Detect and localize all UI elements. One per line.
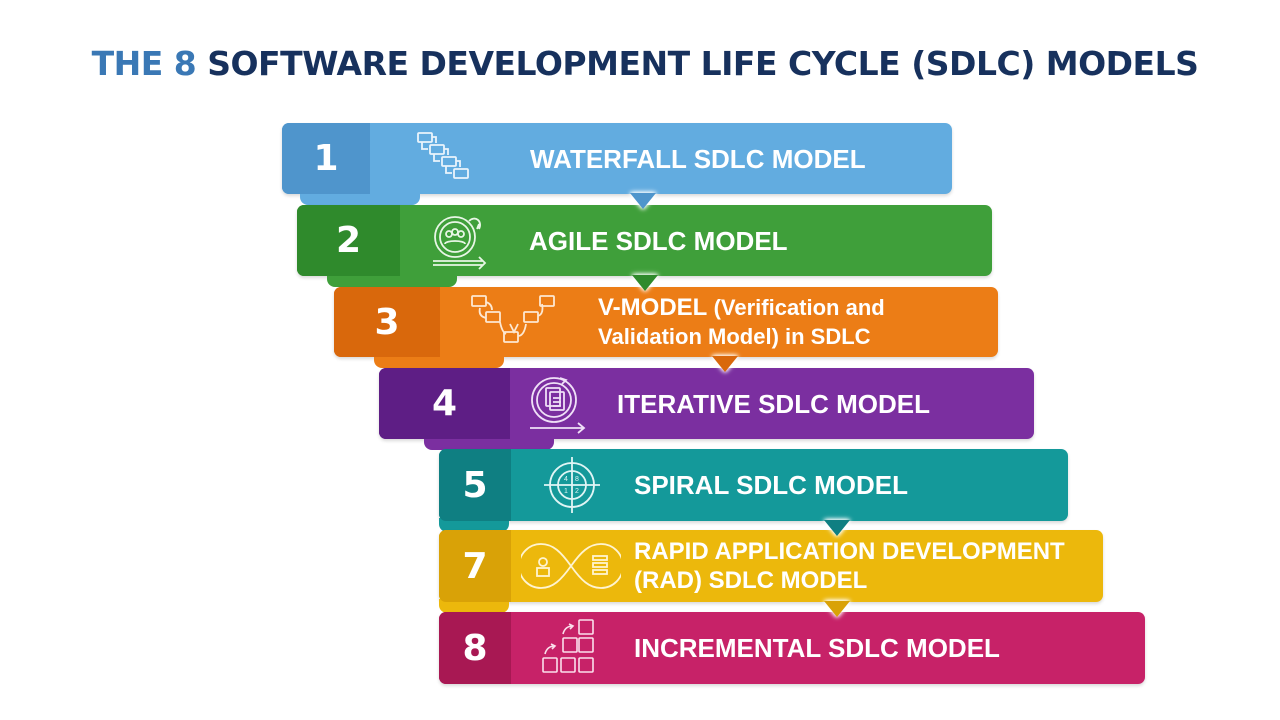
flow-arrow-icon (824, 601, 850, 617)
svg-text:4: 4 (564, 476, 568, 483)
model-label: AGILE SDLC MODEL (529, 225, 788, 256)
model-number: 8 (439, 612, 511, 684)
flow-arrow-icon (632, 275, 658, 291)
model-label: WATERFALL SDLC MODEL (530, 143, 866, 174)
svg-text:2: 2 (575, 488, 579, 495)
model-number: 3 (334, 287, 440, 357)
model-bar-waterfall: 1 WATERFALL SDLC MODEL (282, 123, 952, 205)
model-label: RAPID APPLICATION DEVELOPMENT (RAD) SDLC… (634, 538, 1065, 594)
model-label: V-MODEL (Verification and Validation Mod… (598, 287, 978, 357)
model-label: ITERATIVE SDLC MODEL (617, 388, 930, 419)
flow-arrow-icon (824, 520, 850, 536)
agile-team-cycle-icon (427, 209, 501, 273)
title-text: SOFTWARE DEVELOPMENT LIFE CYCLE (SDLC) M… (207, 44, 1199, 83)
model-bar-agile: 2 AGILE SDLC MODEL (297, 205, 992, 287)
rad-infinity-loop-icon (518, 534, 624, 598)
iterative-documents-cycle-icon (524, 372, 598, 436)
flow-arrow-icon (712, 356, 738, 372)
flow-arrow-icon (630, 193, 656, 209)
model-bar-rad: 7 RAPID APPLICATION DEVELOPMENT (RAD) SD… (439, 530, 1103, 613)
title-accent: THE 8 (91, 44, 197, 83)
model-bar-v-model: 3 V-MODEL (Verification and Validation M… (334, 287, 998, 368)
model-bar-iterative: 4 ITERATIVE SDLC MODEL (379, 368, 1034, 450)
waterfall-cascade-icon (412, 127, 486, 191)
svg-text:8: 8 (575, 476, 579, 483)
model-label-main: V-MODEL (598, 294, 707, 321)
v-model-flow-icon (466, 290, 562, 354)
model-number: 4 (379, 368, 510, 439)
model-label: INCREMENTAL SDLC MODEL (634, 633, 1000, 663)
model-number: 5 (439, 449, 511, 521)
model-label: SPIRAL SDLC MODEL (634, 470, 908, 500)
model-number: 2 (297, 205, 400, 276)
model-number: 7 (439, 530, 511, 602)
model-number: 1 (282, 123, 370, 194)
page-title: THE 8 SOFTWARE DEVELOPMENT LIFE CYCLE (S… (0, 44, 1280, 83)
model-bar-incremental: 8 INCREMENTAL SDLC MODEL (439, 612, 1145, 684)
svg-text:1: 1 (564, 488, 568, 495)
incremental-blocks-icon (533, 616, 607, 680)
model-sublabel: (Verification and Validation Model) in S… (598, 295, 885, 349)
